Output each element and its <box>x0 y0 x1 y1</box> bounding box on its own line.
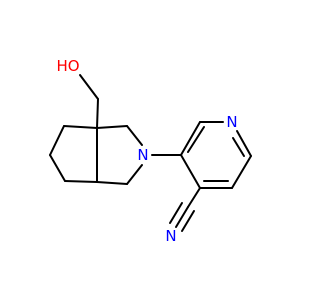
bond-ch2b-ring-fusion <box>96 181 128 185</box>
bond-cc-ring-fusion <box>64 180 98 183</box>
structure-drawing: HO N N N <box>49 57 252 245</box>
bond-c4-c3 <box>180 154 201 189</box>
bond-c3-c2 <box>180 121 201 156</box>
bond-quaternary-ca <box>63 125 98 129</box>
molecule-diagram: HO N N N <box>49 57 252 245</box>
bond-o-ch2 <box>79 74 99 100</box>
bonds <box>49 74 252 232</box>
pyridine-nitrogen-label: N <box>226 113 237 131</box>
nitrile-nitrogen-label: N <box>165 227 176 245</box>
bond-n1-c6-inner <box>232 137 245 157</box>
bond-cb-cc <box>49 154 66 182</box>
bond-c6-c5 <box>231 155 252 189</box>
bond-quaternary-ch2a <box>96 125 128 129</box>
bond-n-ch2b <box>126 164 143 185</box>
bond-c2-c3-inner <box>187 126 205 153</box>
bond-triple-1 <box>175 206 189 228</box>
pyrrolidine-nitrogen-label: N <box>137 146 148 164</box>
bond-triple-2 <box>169 202 183 224</box>
bond-c4-cn <box>187 187 201 208</box>
atom-labels: HO N N N <box>56 57 237 245</box>
hydroxyl-label: HO <box>56 57 79 75</box>
bond-ca-cb <box>49 125 65 156</box>
bond-ch2-quaternary <box>96 98 99 129</box>
bond-n1-c6 <box>236 130 252 157</box>
bond-ch2a-n <box>126 125 143 146</box>
bond-triple-3 <box>181 210 195 232</box>
